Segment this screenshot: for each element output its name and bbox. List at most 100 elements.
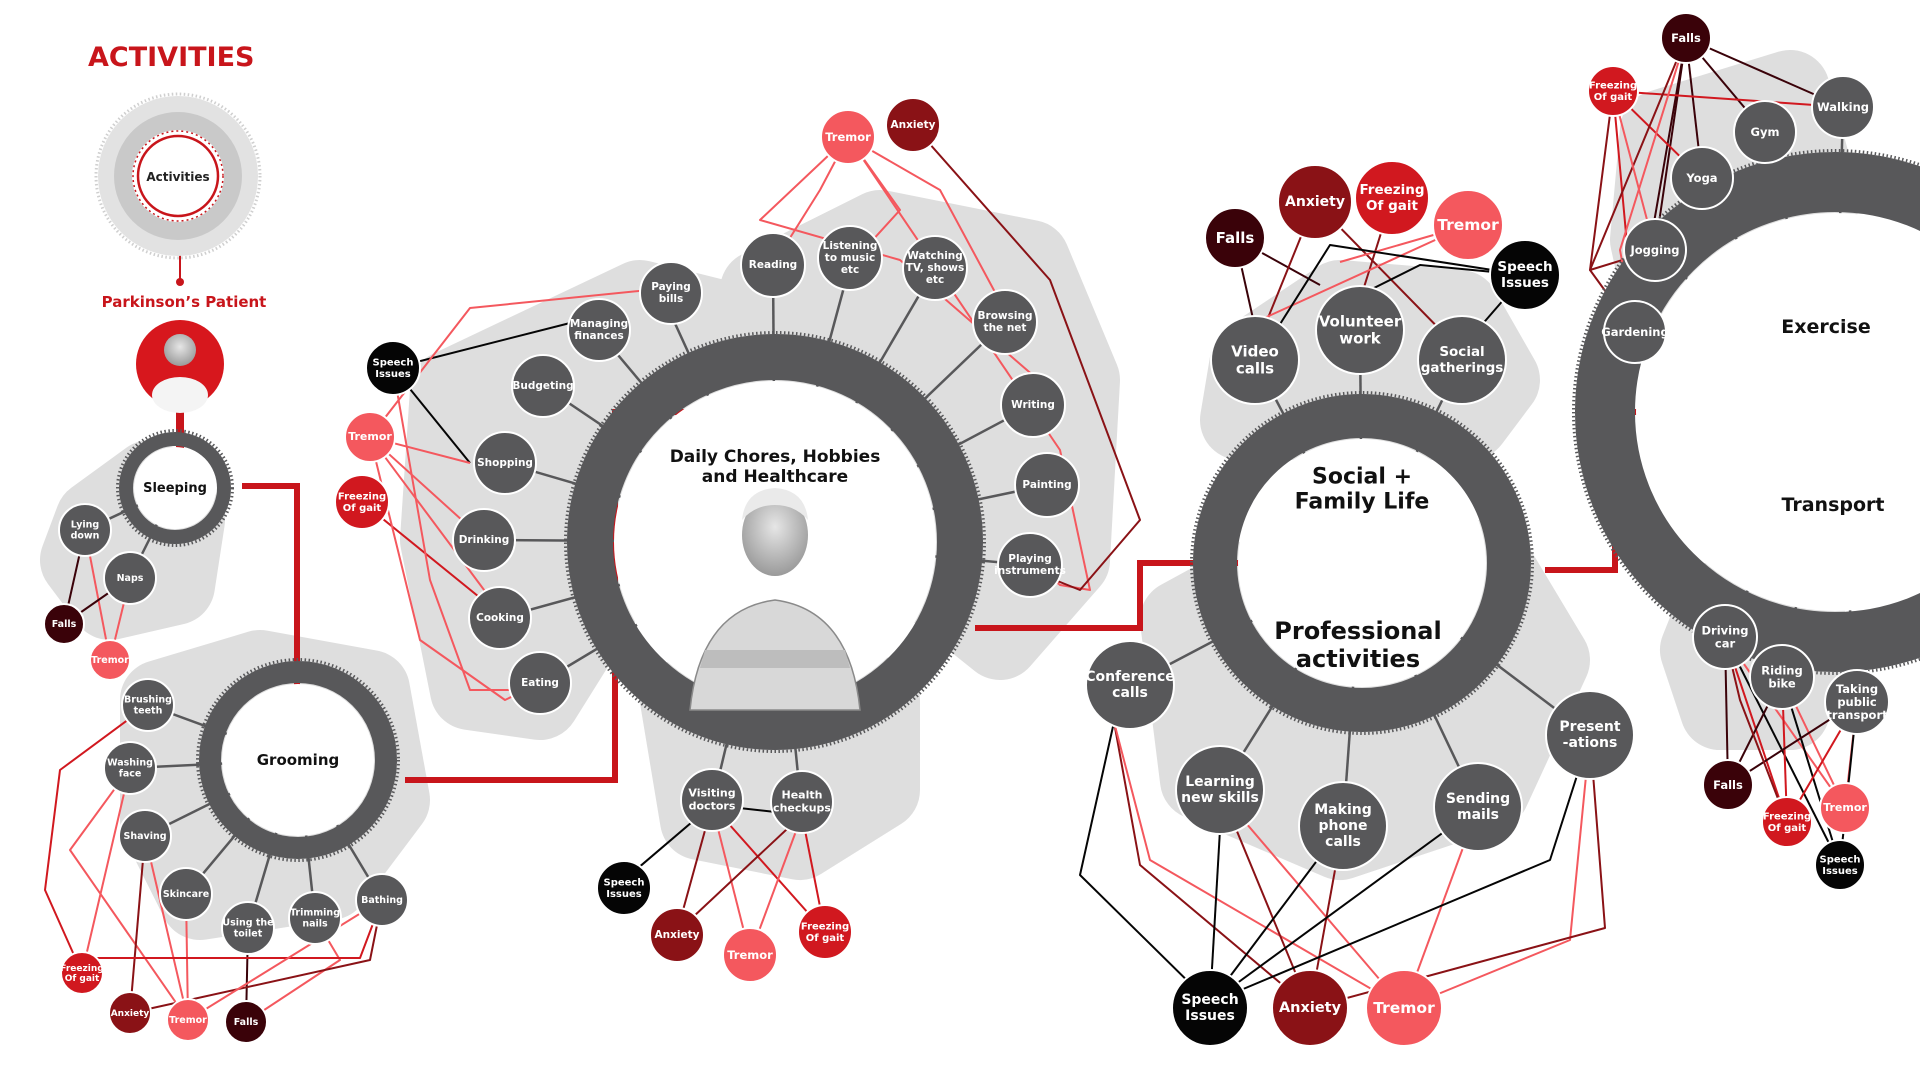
social-falls-label: Falls [1216,229,1255,247]
grooming-anxiety-label: Anxiety [111,1009,150,1019]
grooming-falls-symptom [224,1000,268,1044]
grooming-tremor-link-b [69,767,189,1021]
health-anxiety-link-b [676,814,803,933]
legend-stem-dot [176,278,184,286]
legend-red-dots [132,130,224,222]
chores-drinking-node [452,508,516,572]
professional-speech-symptom [1171,969,1249,1047]
hobbies-writing-label: Writing [1011,399,1055,411]
exercise-freezing-link-0 [1612,90,1844,108]
hobbies-anxiety-link [912,124,1141,591]
grooming-freezing-link-a [44,704,149,974]
patient-label: Parkinson’s Patient [102,293,267,311]
chores-budgeting-node [511,354,575,418]
chores-speech-symptom [365,340,421,396]
sleeping-hub-label: Sleeping [143,481,207,496]
grooming-hub [199,661,397,859]
exercise-falls-symptom [1660,12,1712,64]
prof-anxiety-link-a [1113,721,1311,1009]
chores-speech-link-b [392,321,575,369]
grooming-bathing-label: Bathing [361,895,403,906]
chores-budgeting-label: Budgeting [512,380,573,392]
prof-tremor-link-b [1221,794,1405,1009]
grooming-trimming-nails-node [288,891,342,945]
legend-outer-ticks [94,92,262,260]
exercise-gardening-label: Gardening [1601,325,1668,339]
chores-tremor-label: Tremor [348,430,392,443]
exercise-yoga-label: Yoga [1685,171,1717,185]
sleeping-tremor-label: Tremor [91,655,129,666]
prof-speech-link-a [1079,721,1211,1004]
social-tremor-symptom [1432,189,1504,261]
hobbies-painting-node [1014,452,1080,518]
social-tremor-label: Tremor [1437,216,1499,234]
hobbies-reading-label: Reading [749,259,797,271]
health-freezing-link-a [711,804,826,933]
hobbies-playing-instruments-node [997,532,1063,598]
hobbies-tremor-link-c [847,136,1011,321]
hobbies-browsing-the-net-node [972,289,1038,355]
hobbies-anxiety-label: Anxiety [891,119,936,131]
health-tremor-label: Tremor [727,948,773,962]
grooming-bathing-node [355,873,409,927]
grooming-shaving-node [118,809,172,863]
social-speech-symptom [1489,239,1561,311]
transport-link-0-2 [1724,636,1846,809]
daily-portrait-arms [700,650,850,668]
grooming-anxiety-link [129,835,146,1014]
hobbies-watching-tv-shows-etc-node [902,235,968,301]
exercise-freezing-symptom [1587,65,1639,117]
transport-speech-symptom [1814,839,1866,891]
hobbies-anxiety-symptom [885,97,941,153]
professional-anxiety-symptom [1271,969,1349,1047]
legend-center-label: Activities [146,170,209,184]
grooming-hub-outer-ticks [196,658,400,862]
social-social-gatherings-node [1417,315,1507,405]
chores-shopping-label: Shopping [477,457,533,469]
exercise-hub [1575,152,1920,672]
chores-freezing-symptom [334,474,390,530]
social-volunteer-work-node [1315,285,1405,375]
grooming-anxiety-symptom [108,991,152,1035]
legend-inner-disc [132,130,224,222]
transport-freezing-symptom [1761,796,1813,848]
connector-sleeping-grooming [242,483,300,740]
chores-eating-node [508,651,572,715]
grooming-hub-label: Grooming [257,751,340,769]
sleeping-tremor-symptom [89,639,131,681]
patient-avatar-shirt [152,377,208,413]
social-speech-link-b [1269,244,1526,341]
chores-drinking-label: Drinking [459,534,510,546]
transport-hub-label: Transport [1781,494,1884,516]
daily-hub-outer-ticks [564,331,986,753]
hobbies-tremor-label: Tremor [825,130,871,144]
social-anxiety-symptom [1277,164,1353,240]
health-health-checkups-node [770,770,834,834]
grooming-tremor-link-a [81,767,131,974]
grooming-washing-face-node [103,741,157,795]
grooming-tremor-label: Tremor [169,1015,207,1026]
hobbies-tremor-symptom [820,109,876,165]
transport-tremor-label: Tremor [1823,801,1867,814]
professional-sending-mails-node [1433,762,1523,852]
